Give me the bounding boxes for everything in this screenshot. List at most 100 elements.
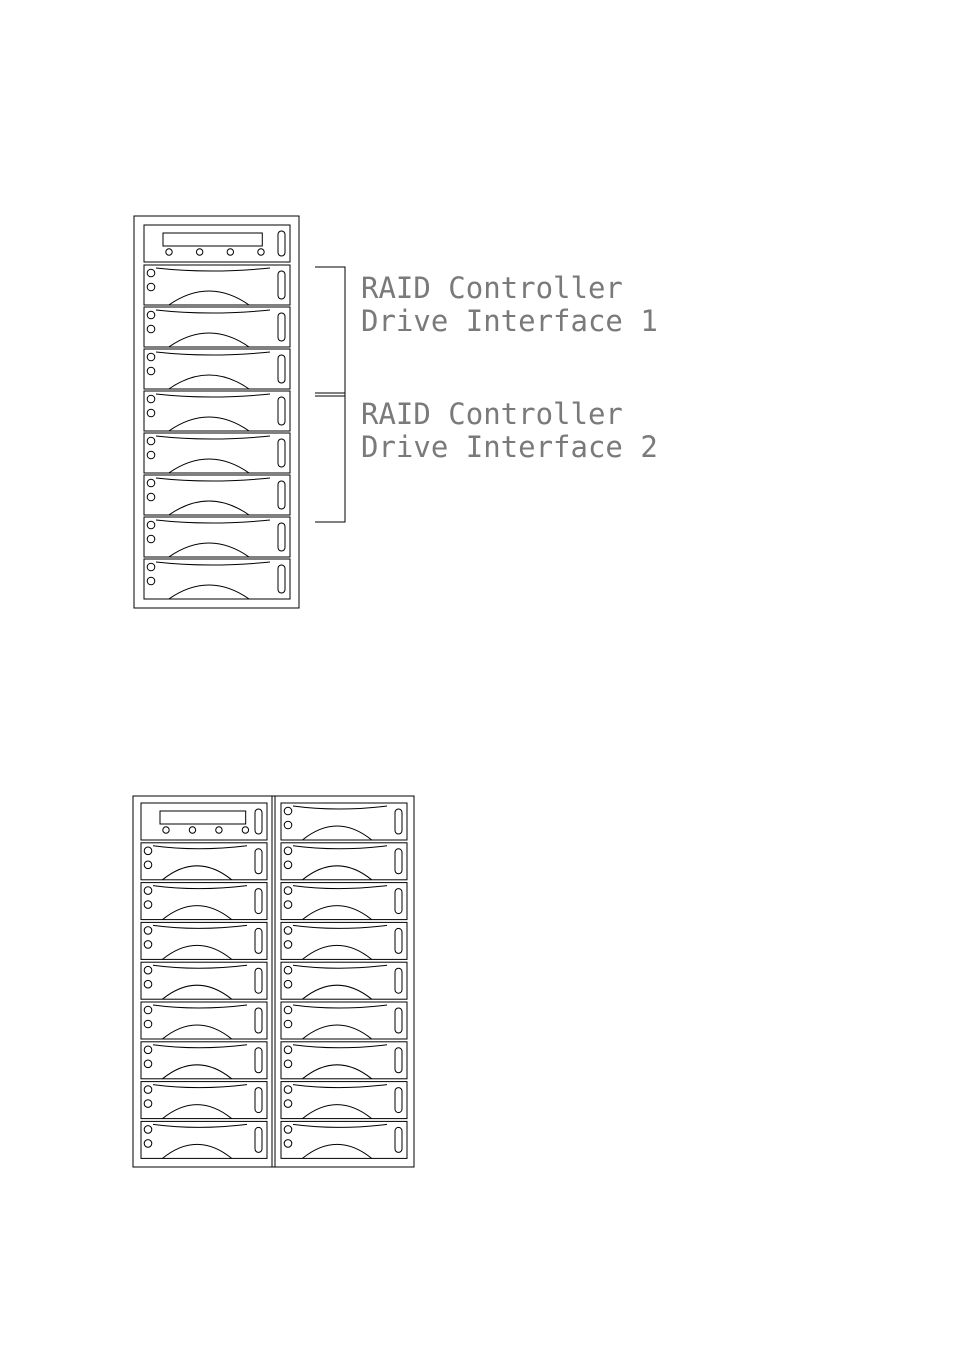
bottom-right-drive-bay: [280, 1081, 408, 1120]
drive-bay-frame: [280, 802, 408, 841]
led-icon: [283, 1059, 293, 1069]
led-icon: [143, 900, 153, 909]
drive-bottom-arc: [162, 865, 233, 881]
bottom-right-drive-bay: [280, 882, 408, 921]
bottom-right-drive-bay: [280, 921, 408, 960]
drive-bottom-arc: [302, 825, 373, 841]
panel-button-icon: [226, 248, 235, 256]
led-icon: [143, 846, 153, 856]
bay-handle: [277, 230, 286, 257]
drive-bottom-arc: [302, 1024, 373, 1040]
drive-bay-frame: [140, 921, 268, 960]
led-icon: [283, 846, 293, 856]
led-icon: [143, 1005, 153, 1015]
drive-bay-frame: [143, 264, 291, 306]
led-icon: [283, 1139, 293, 1148]
group-bracket: [315, 392, 346, 523]
top-drive-bay: [143, 348, 291, 390]
bay-handle: [277, 396, 286, 426]
led-icon: [283, 979, 293, 989]
bay-handle: [277, 354, 286, 384]
drive-top-curve: [155, 351, 271, 356]
led-icon: [146, 352, 156, 362]
bottom-right-drive-bay: [280, 1041, 408, 1080]
drive-bottom-arc: [162, 1104, 233, 1119]
top-drive-bay: [143, 516, 291, 558]
group-label-line1: RAID Controller: [361, 397, 623, 431]
group-label-line1: RAID Controller: [361, 271, 623, 305]
led-icon: [283, 900, 293, 909]
bay-handle: [394, 1047, 403, 1074]
drive-top-curve: [152, 845, 248, 850]
bay-handle: [254, 927, 263, 954]
bay-handle: [277, 522, 286, 552]
top-controller-panel: [143, 224, 291, 263]
group-label-line2: Drive Interface 2: [361, 430, 658, 464]
led-icon: [283, 940, 293, 949]
drive-bottom-arc: [302, 905, 373, 920]
drive-bay-frame: [280, 1120, 408, 1159]
drive-top-curve: [155, 393, 271, 398]
top-enclosure-outline: [133, 215, 300, 609]
bay-handle: [277, 270, 286, 300]
bay-handle: [394, 967, 403, 994]
bay-handle: [394, 1126, 403, 1153]
drive-bay-frame: [280, 1041, 408, 1080]
bottom-right-drive-bay: [280, 1120, 408, 1159]
bay-handle: [277, 480, 286, 510]
led-icon: [143, 979, 153, 989]
group-label-line2: Drive Interface 1: [361, 304, 658, 338]
drive-top-curve: [155, 519, 271, 524]
bay-handle: [254, 1126, 263, 1153]
led-icon: [283, 1045, 293, 1055]
drive-bay-frame: [140, 842, 268, 881]
led-icon: [146, 492, 156, 502]
bottom-controller-panel: [140, 802, 268, 841]
led-icon: [146, 436, 156, 446]
drive-bay-frame: [143, 432, 291, 474]
led-icon: [146, 478, 156, 488]
led-icon: [143, 1099, 153, 1108]
led-icon: [146, 282, 156, 292]
led-icon: [143, 1125, 153, 1134]
bottom-left-drive-bay: [140, 1001, 268, 1040]
led-icon: [143, 940, 153, 949]
led-icon: [146, 394, 156, 404]
top-drive-bay: [143, 306, 291, 348]
drive-bottom-arc: [168, 458, 250, 474]
bay-handle: [277, 438, 286, 468]
drive-bay-frame: [140, 1041, 268, 1080]
drive-top-curve: [152, 924, 248, 929]
drive-top-curve: [292, 1123, 388, 1128]
bottom-enclosure-outline: [132, 795, 415, 1168]
drive-bottom-arc: [162, 905, 233, 920]
top-drive-bay: [143, 474, 291, 516]
bottom-left-drive-bay: [140, 1081, 268, 1120]
led-icon: [283, 860, 293, 870]
drive-bay-frame: [143, 348, 291, 390]
drive-top-curve: [155, 435, 271, 440]
top-drive-bay: [143, 558, 291, 600]
panel-button-icon: [188, 826, 197, 834]
led-icon: [143, 1019, 153, 1029]
led-icon: [283, 1085, 293, 1094]
controller-frame: [140, 802, 268, 841]
drive-bay-frame: [140, 961, 268, 1000]
led-icon: [143, 1045, 153, 1055]
drive-bay-frame: [280, 842, 408, 881]
drive-bay-frame: [280, 961, 408, 1000]
drive-top-curve: [155, 309, 271, 314]
led-icon: [143, 860, 153, 870]
led-icon: [143, 886, 153, 895]
bay-handle: [277, 312, 286, 342]
lcd-display: [162, 232, 263, 247]
led-icon: [143, 965, 153, 975]
drive-bay-frame: [280, 1081, 408, 1120]
led-icon: [146, 268, 156, 278]
drive-top-curve: [292, 1044, 388, 1049]
top-drive-bay: [143, 390, 291, 432]
panel-button-icon: [215, 826, 223, 834]
bay-handle: [394, 848, 403, 875]
drive-top-curve: [152, 1123, 248, 1128]
